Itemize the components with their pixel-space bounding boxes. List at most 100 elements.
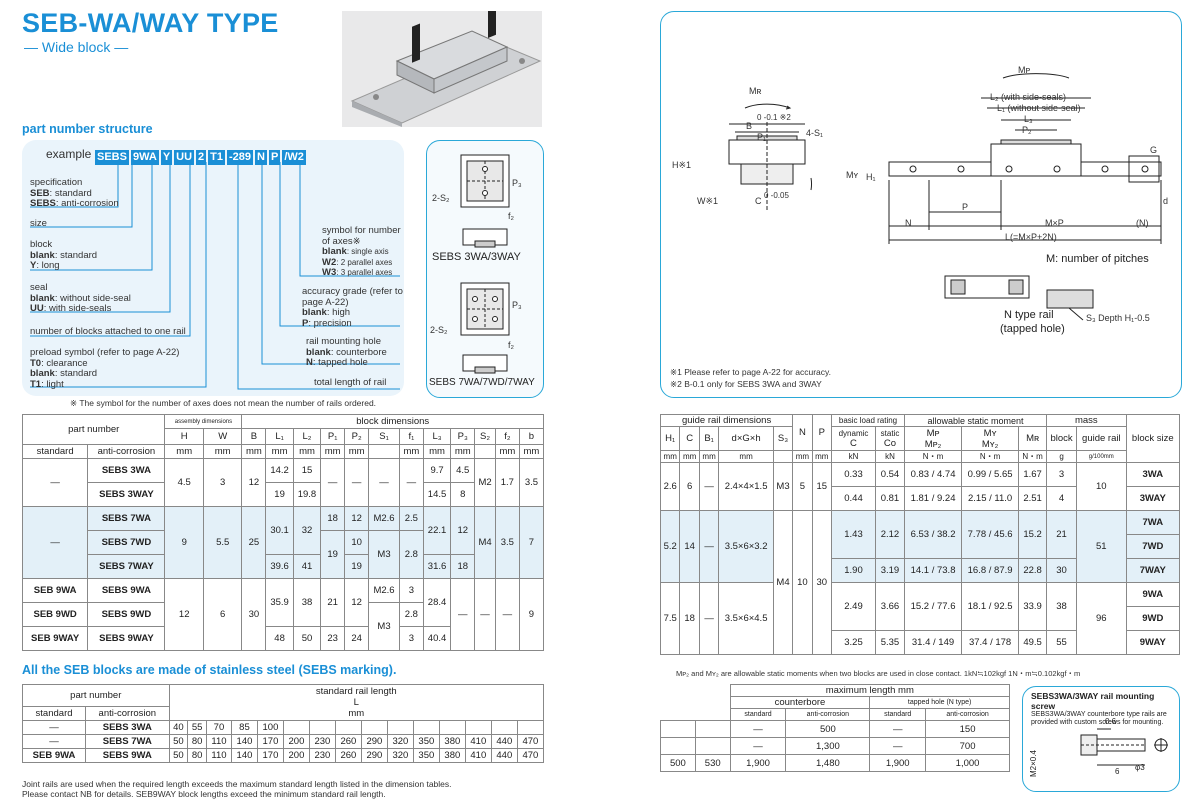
table-cell: 140	[230, 734, 258, 749]
l2-label: L₂ (with side-seals)	[990, 92, 1067, 102]
screw-dim-m2: M2×0.4	[1029, 750, 1038, 777]
th-standard: standard	[21, 444, 89, 459]
table-cell: SEBS 7WA	[87, 506, 166, 531]
table-cell: 19	[320, 530, 346, 579]
table-cell	[490, 720, 518, 735]
table-cell: 2.8	[398, 602, 424, 627]
th-dim: b	[518, 428, 545, 445]
table-cell: 8	[450, 482, 476, 507]
f2-label-top: f₂	[508, 211, 514, 221]
table-cell: 500	[785, 720, 871, 738]
table-cell: 33.9	[1018, 582, 1048, 631]
table-cell: 18.1 / 92.5	[961, 582, 1020, 631]
table-cell: 320	[386, 748, 414, 763]
th-s3: S₃	[772, 426, 794, 451]
table-cell: 380	[438, 734, 466, 749]
code-segment: UU	[174, 150, 195, 165]
table-cell: SEBS 7WD	[87, 530, 166, 555]
th-p: P	[811, 414, 833, 451]
table-cell: 3.5	[494, 506, 520, 579]
table-cell: 9WAY	[1125, 630, 1181, 655]
table-cell: 18	[320, 506, 346, 531]
table-cell: SEBS 7WA	[85, 734, 170, 749]
th-dim: P₃	[450, 428, 476, 445]
pitch-note: M: number of pitches	[1046, 253, 1149, 265]
b-tolerance: 0 -0.1 ※2	[757, 113, 791, 122]
th-unit: mm	[659, 450, 681, 463]
table-cell: 140	[230, 748, 258, 763]
table-cell: 440	[490, 734, 518, 749]
pn-preload-desc: preload symbol (refer to page A-22) T0: …	[30, 347, 180, 390]
table-cell: 3	[398, 626, 424, 651]
table-cell	[360, 720, 388, 735]
table-cell: 14.2	[265, 458, 294, 483]
table-cell: 31.4 / 149	[903, 630, 963, 655]
table-cell: 15	[292, 458, 322, 483]
drawing-note-1: ※1 Please refer to page A-22 for accurac…	[670, 367, 831, 377]
table-cell	[464, 720, 492, 735]
table-cell: 15	[811, 462, 833, 511]
table-cell: 1.67	[1018, 462, 1048, 487]
code-segment: -289	[227, 150, 254, 165]
page-title: SEB-WA/WAY TYPE	[22, 8, 279, 38]
mounting-screw-panel: SEBS3WA/3WAY rail mounting screw SEBS3WA…	[1022, 686, 1180, 792]
table-cell: 200	[282, 734, 310, 749]
table-cell: 2.15 / 11.0	[961, 486, 1020, 511]
table-cell: 290	[360, 748, 388, 763]
table-cell: 22.1	[422, 506, 452, 555]
table-cell: 260	[334, 734, 362, 749]
th-unit: mm	[792, 450, 813, 463]
table-cell: M4	[772, 510, 794, 655]
th-unit: mm	[320, 444, 346, 459]
s2-label-bottom: 2-S₂	[430, 325, 448, 335]
th-unit: N・m	[903, 450, 963, 463]
table-cell: 1.81 / 9.24	[903, 486, 963, 511]
th-block-mass: block	[1046, 426, 1078, 451]
table-cell	[334, 720, 362, 735]
th-moment: allowable static moment	[903, 414, 1048, 427]
p2-label: P₂	[1022, 125, 1032, 135]
table-cell: 3	[202, 458, 243, 507]
th-assembly: assembly dimensions	[164, 414, 243, 429]
g-label: G	[1150, 145, 1158, 155]
table-cell: 3.5×6×3.2	[718, 510, 774, 583]
th-load-rating: basic load rating	[831, 414, 905, 427]
table-cell: 4.5	[164, 458, 204, 507]
th-unit: mm	[202, 444, 243, 459]
table-cell: 230	[308, 748, 336, 763]
th-standard: standard	[21, 706, 87, 721]
table-cell: 0.44	[831, 486, 876, 511]
table-cell: 3	[1046, 462, 1078, 487]
table-cell: 5	[792, 462, 813, 511]
th-mr: Mʀ	[1018, 426, 1048, 451]
code-segment: SEBS	[95, 150, 129, 165]
table-cell: 10	[792, 510, 813, 655]
table-cell: 110	[205, 734, 232, 749]
table-cell	[438, 720, 466, 735]
table-cell: 24	[344, 626, 370, 651]
table-cell: 28.4	[422, 578, 452, 627]
th-h1: H₁	[659, 426, 681, 451]
table-cell: 12	[241, 458, 267, 507]
th-dim: f₁	[398, 428, 424, 445]
s1-label: 4-S₁	[806, 128, 824, 138]
p-label: P	[962, 202, 969, 212]
table-cell: 3	[398, 578, 424, 603]
pn-size-desc: size	[30, 218, 47, 229]
table-cell: 1,480	[785, 754, 871, 772]
pn-block-desc: block blank: standard Y: long	[30, 239, 98, 271]
table-cell: 2.4×4×1.5	[718, 462, 774, 511]
table-cell: 5.2	[659, 510, 681, 583]
th-dim: P₁	[320, 428, 346, 445]
table-cell: —	[21, 720, 87, 735]
table-cell: 55	[1046, 630, 1078, 655]
table-cell: 21	[320, 578, 346, 627]
pn-mounting-hole-desc: rail mounting hole blank: counterbore N:…	[306, 336, 387, 368]
table-cell: 35.9	[265, 578, 294, 627]
n-label: N	[905, 218, 912, 228]
table-cell: 1,900	[869, 754, 927, 772]
table-cell: M3	[772, 462, 794, 511]
